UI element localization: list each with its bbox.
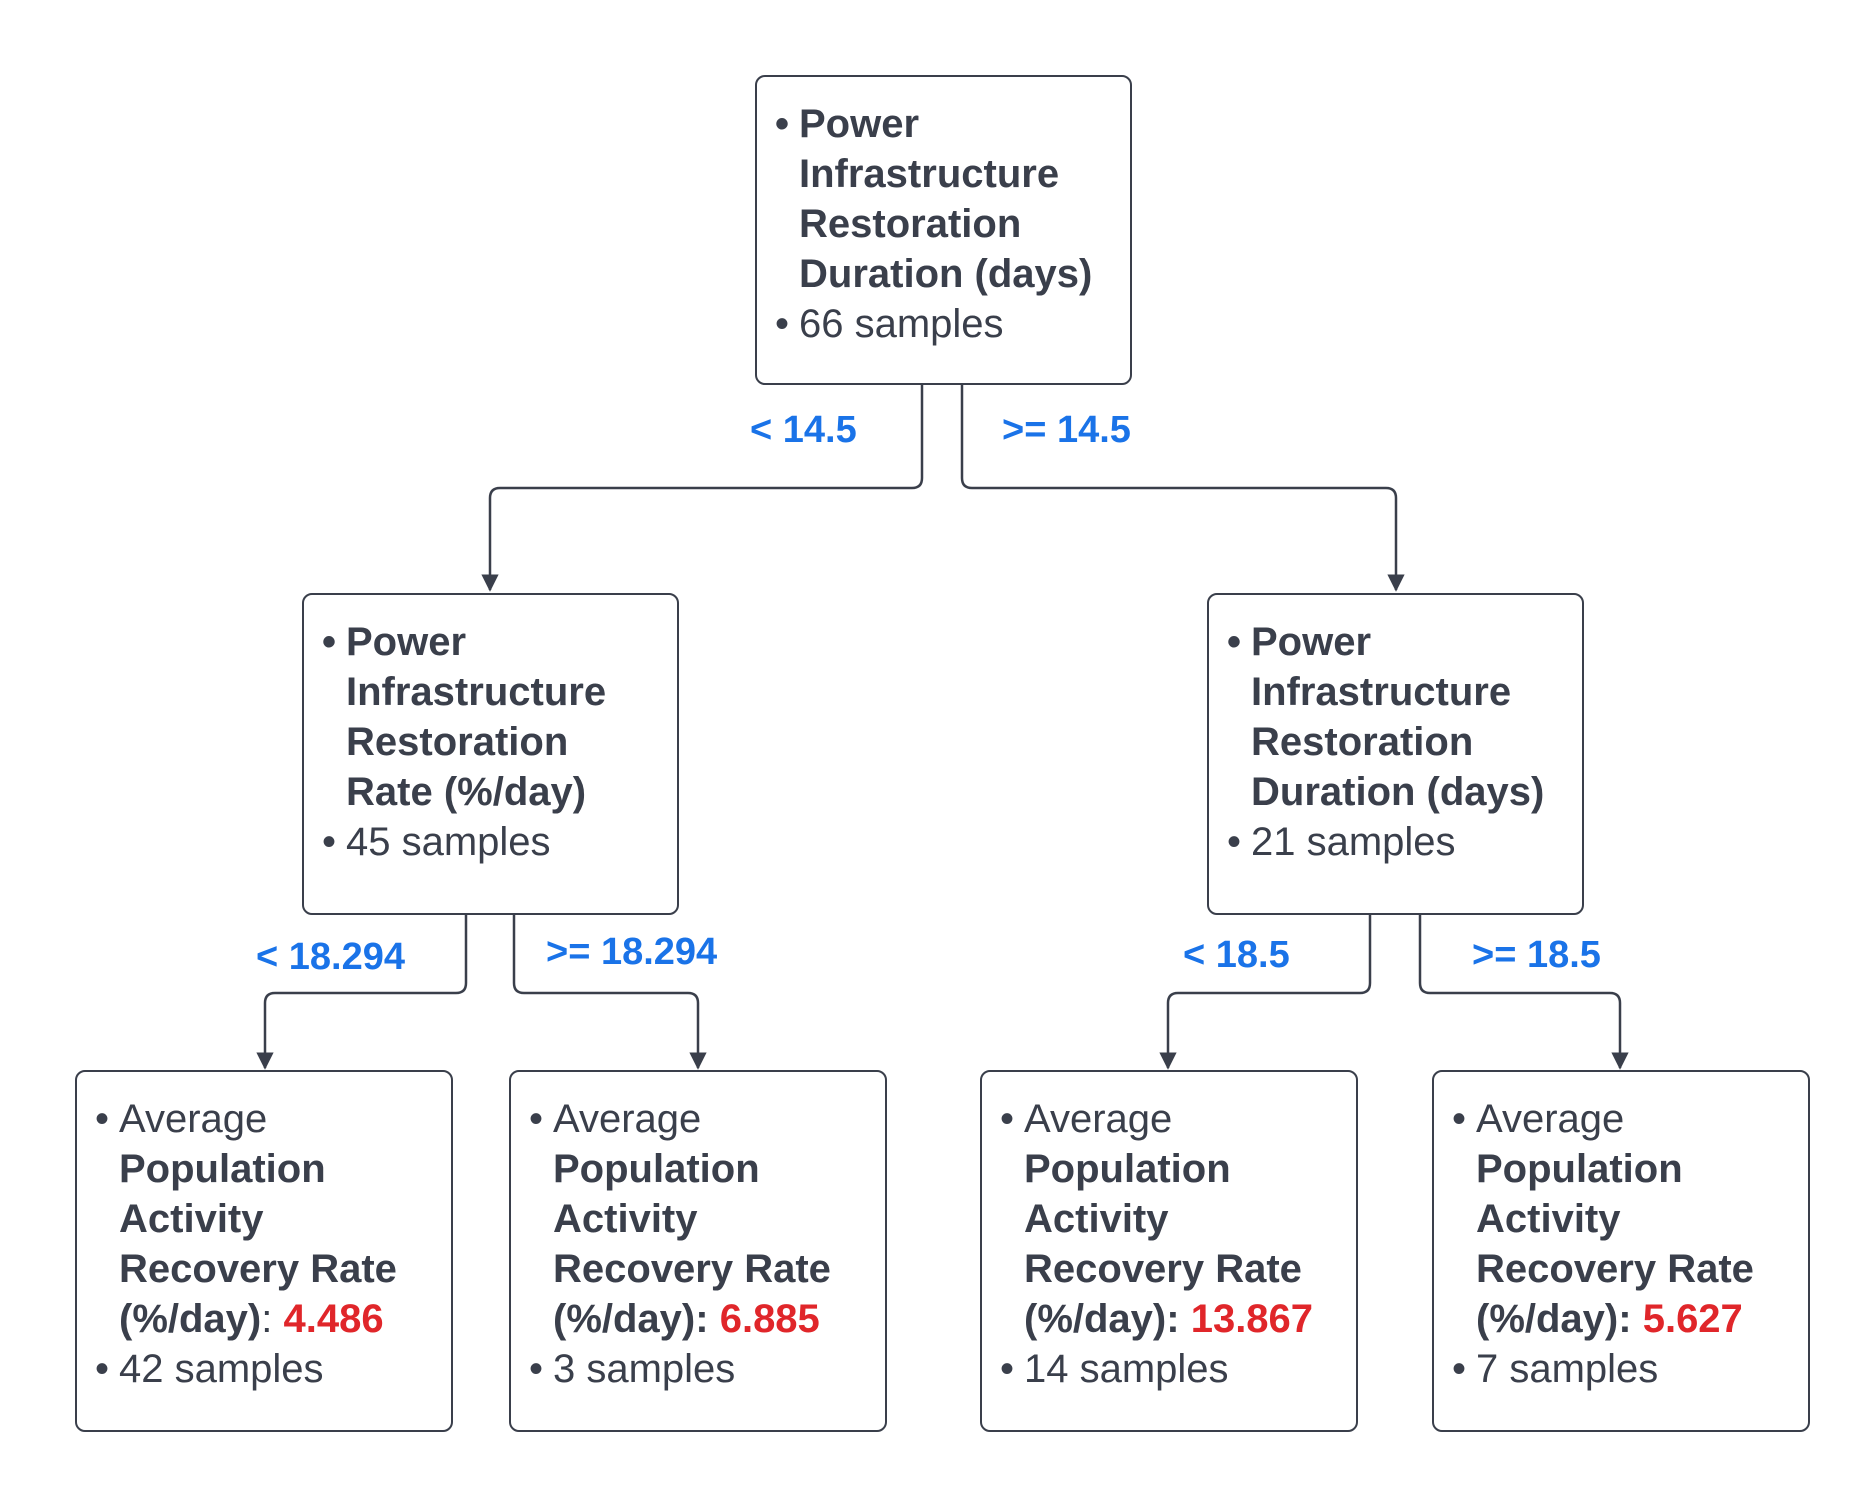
leaf-1-label: Population Activity Recovery Rate (%/day… [119, 1147, 397, 1341]
leaf-node-3: Average Population Activity Recovery Rat… [980, 1070, 1358, 1432]
root-feature: Power Infrastructure Restoration Duratio… [771, 99, 1116, 299]
leaf-3-value: 13.867 [1190, 1297, 1314, 1341]
edge-label-left-left: < 18.294 [256, 936, 405, 978]
edge-left-right [512, 915, 707, 1070]
edge-root-right [960, 385, 1405, 592]
leaf-4-label: Population Activity Recovery Rate (%/day… [1476, 1147, 1754, 1341]
leaf-1-prediction: Average Population Activity Recovery Rat… [91, 1094, 437, 1344]
leaf-2-average: Average [553, 1097, 702, 1141]
leaf-1-average: Average [119, 1097, 268, 1141]
leaf-2-samples: 3 samples [525, 1344, 871, 1394]
leaf-node-4: Average Population Activity Recovery Rat… [1432, 1070, 1810, 1432]
leaf-3-label: Population Activity Recovery Rate (%/day… [1024, 1147, 1302, 1341]
leaf-3-average: Average [1024, 1097, 1173, 1141]
edge-right-right [1418, 915, 1629, 1070]
leaf-2-label: Population Activity Recovery Rate (%/day… [553, 1147, 831, 1341]
edge-label-root-right: >= 14.5 [1002, 409, 1131, 451]
edge-right-left [1159, 915, 1372, 1070]
root-samples: 66 samples [771, 299, 1116, 349]
edge-label-left-right: >= 18.294 [546, 931, 718, 973]
edge-left-left [256, 915, 468, 1070]
leaf-4-average: Average [1476, 1097, 1625, 1141]
leaf-2-prediction: Average Population Activity Recovery Rat… [525, 1094, 871, 1344]
leaf-2-value: 6.885 [719, 1297, 820, 1341]
right-samples: 21 samples [1223, 817, 1568, 867]
right-node: Power Infrastructure Restoration Duratio… [1207, 593, 1584, 915]
leaf-3-prediction: Average Population Activity Recovery Rat… [996, 1094, 1342, 1344]
edge-label-right-left: < 18.5 [1183, 934, 1290, 976]
leaf-1-samples: 42 samples [91, 1344, 437, 1394]
root-node: Power Infrastructure Restoration Duratio… [755, 75, 1132, 385]
leaf-node-1: Average Population Activity Recovery Rat… [75, 1070, 453, 1432]
left-feature: Power Infrastructure Restoration Rate (%… [318, 617, 663, 817]
left-samples: 45 samples [318, 817, 663, 867]
left-node: Power Infrastructure Restoration Rate (%… [302, 593, 679, 915]
leaf-4-samples: 7 samples [1448, 1344, 1794, 1394]
edge-label-root-left: < 14.5 [750, 409, 857, 451]
leaf-1-value: 4.486 [283, 1297, 384, 1341]
right-feature: Power Infrastructure Restoration Duratio… [1223, 617, 1568, 817]
leaf-4-prediction: Average Population Activity Recovery Rat… [1448, 1094, 1794, 1344]
edge-root-left [481, 385, 924, 592]
leaf-4-value: 5.627 [1642, 1297, 1743, 1341]
leaf-node-2: Average Population Activity Recovery Rat… [509, 1070, 887, 1432]
edge-label-right-right: >= 18.5 [1472, 934, 1601, 976]
leaf-3-samples: 14 samples [996, 1344, 1342, 1394]
